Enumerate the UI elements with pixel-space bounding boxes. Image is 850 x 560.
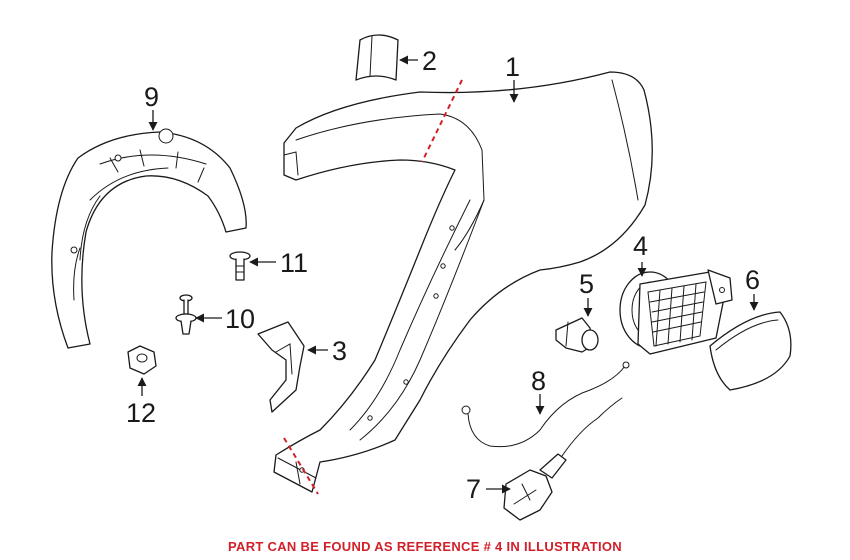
clip xyxy=(229,251,251,281)
nut xyxy=(127,345,157,375)
callout-4: 4 xyxy=(633,231,648,261)
cut-line-lower xyxy=(283,437,319,495)
callout-9: 9 xyxy=(144,82,159,112)
fuel-door xyxy=(709,311,792,391)
cut-line-upper xyxy=(421,79,463,163)
actuator-motor xyxy=(503,397,623,521)
callout-2: 2 xyxy=(422,46,437,76)
bracket xyxy=(257,321,305,413)
callout-12: 12 xyxy=(126,398,156,428)
callout-3: 3 xyxy=(332,336,347,366)
callout-labels: 1 2 3 4 5 6 7 8 9 10 11 12 xyxy=(126,46,760,504)
callout-5: 5 xyxy=(579,269,594,299)
callout-7: 7 xyxy=(466,474,481,504)
release-cable xyxy=(461,361,630,448)
push-rivet xyxy=(175,294,197,335)
callout-11: 11 xyxy=(280,248,308,278)
callout-8: 8 xyxy=(531,366,546,396)
reference-note: PART CAN BE FOUND AS REFERENCE # 4 IN IL… xyxy=(228,539,622,554)
fuel-filler-housing xyxy=(619,269,733,355)
callout-10: 10 xyxy=(225,304,255,334)
trim-piece xyxy=(355,34,399,81)
quarter-panel xyxy=(273,71,653,493)
leader-lines xyxy=(137,55,759,494)
callout-1: 1 xyxy=(505,52,520,82)
wheel-housing-liner xyxy=(51,128,247,349)
callout-6: 6 xyxy=(745,265,760,295)
latch-actuator xyxy=(555,317,599,353)
